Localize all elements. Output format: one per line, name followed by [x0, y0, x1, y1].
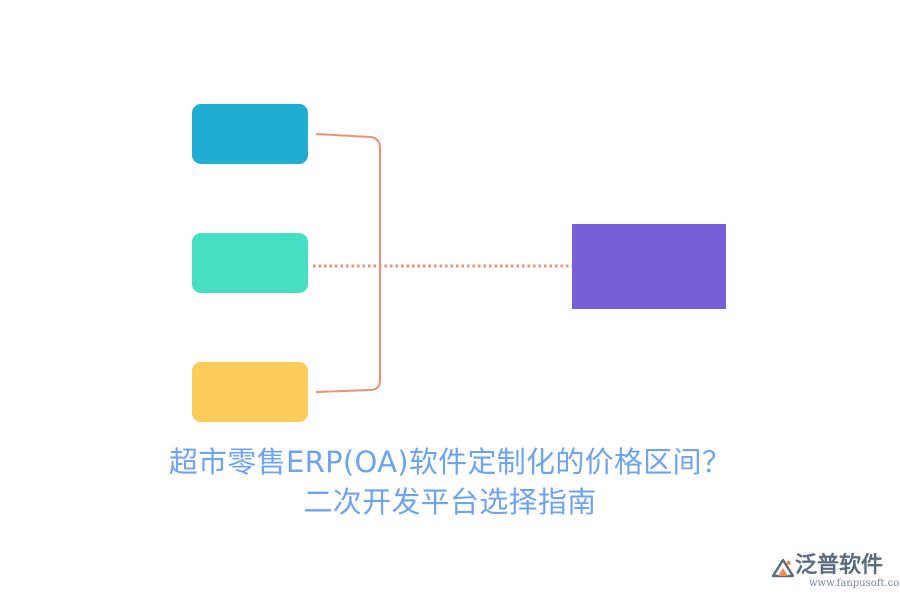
brand-watermark: 泛普软件 www.fanpusoft.com: [770, 553, 900, 590]
top-node-box: [192, 104, 308, 164]
bracket-connector: [315, 133, 381, 393]
middle-node-box: [192, 233, 308, 293]
fanpu-logo-icon: [771, 558, 795, 578]
brand-text: 泛普软件: [795, 553, 884, 578]
brand-url: www.fanpusoft.com: [809, 578, 900, 589]
target-node-box: [572, 224, 726, 309]
page-title: 超市零售ERP(OA)软件定制化的价格区间？ 二次开发平台选择指南: [0, 442, 900, 522]
title-line-1: 超市零售ERP(OA)软件定制化的价格区间？: [168, 445, 732, 479]
bottom-node-box: [192, 362, 308, 422]
title-line-2: 二次开发平台选择指南: [303, 485, 597, 519]
